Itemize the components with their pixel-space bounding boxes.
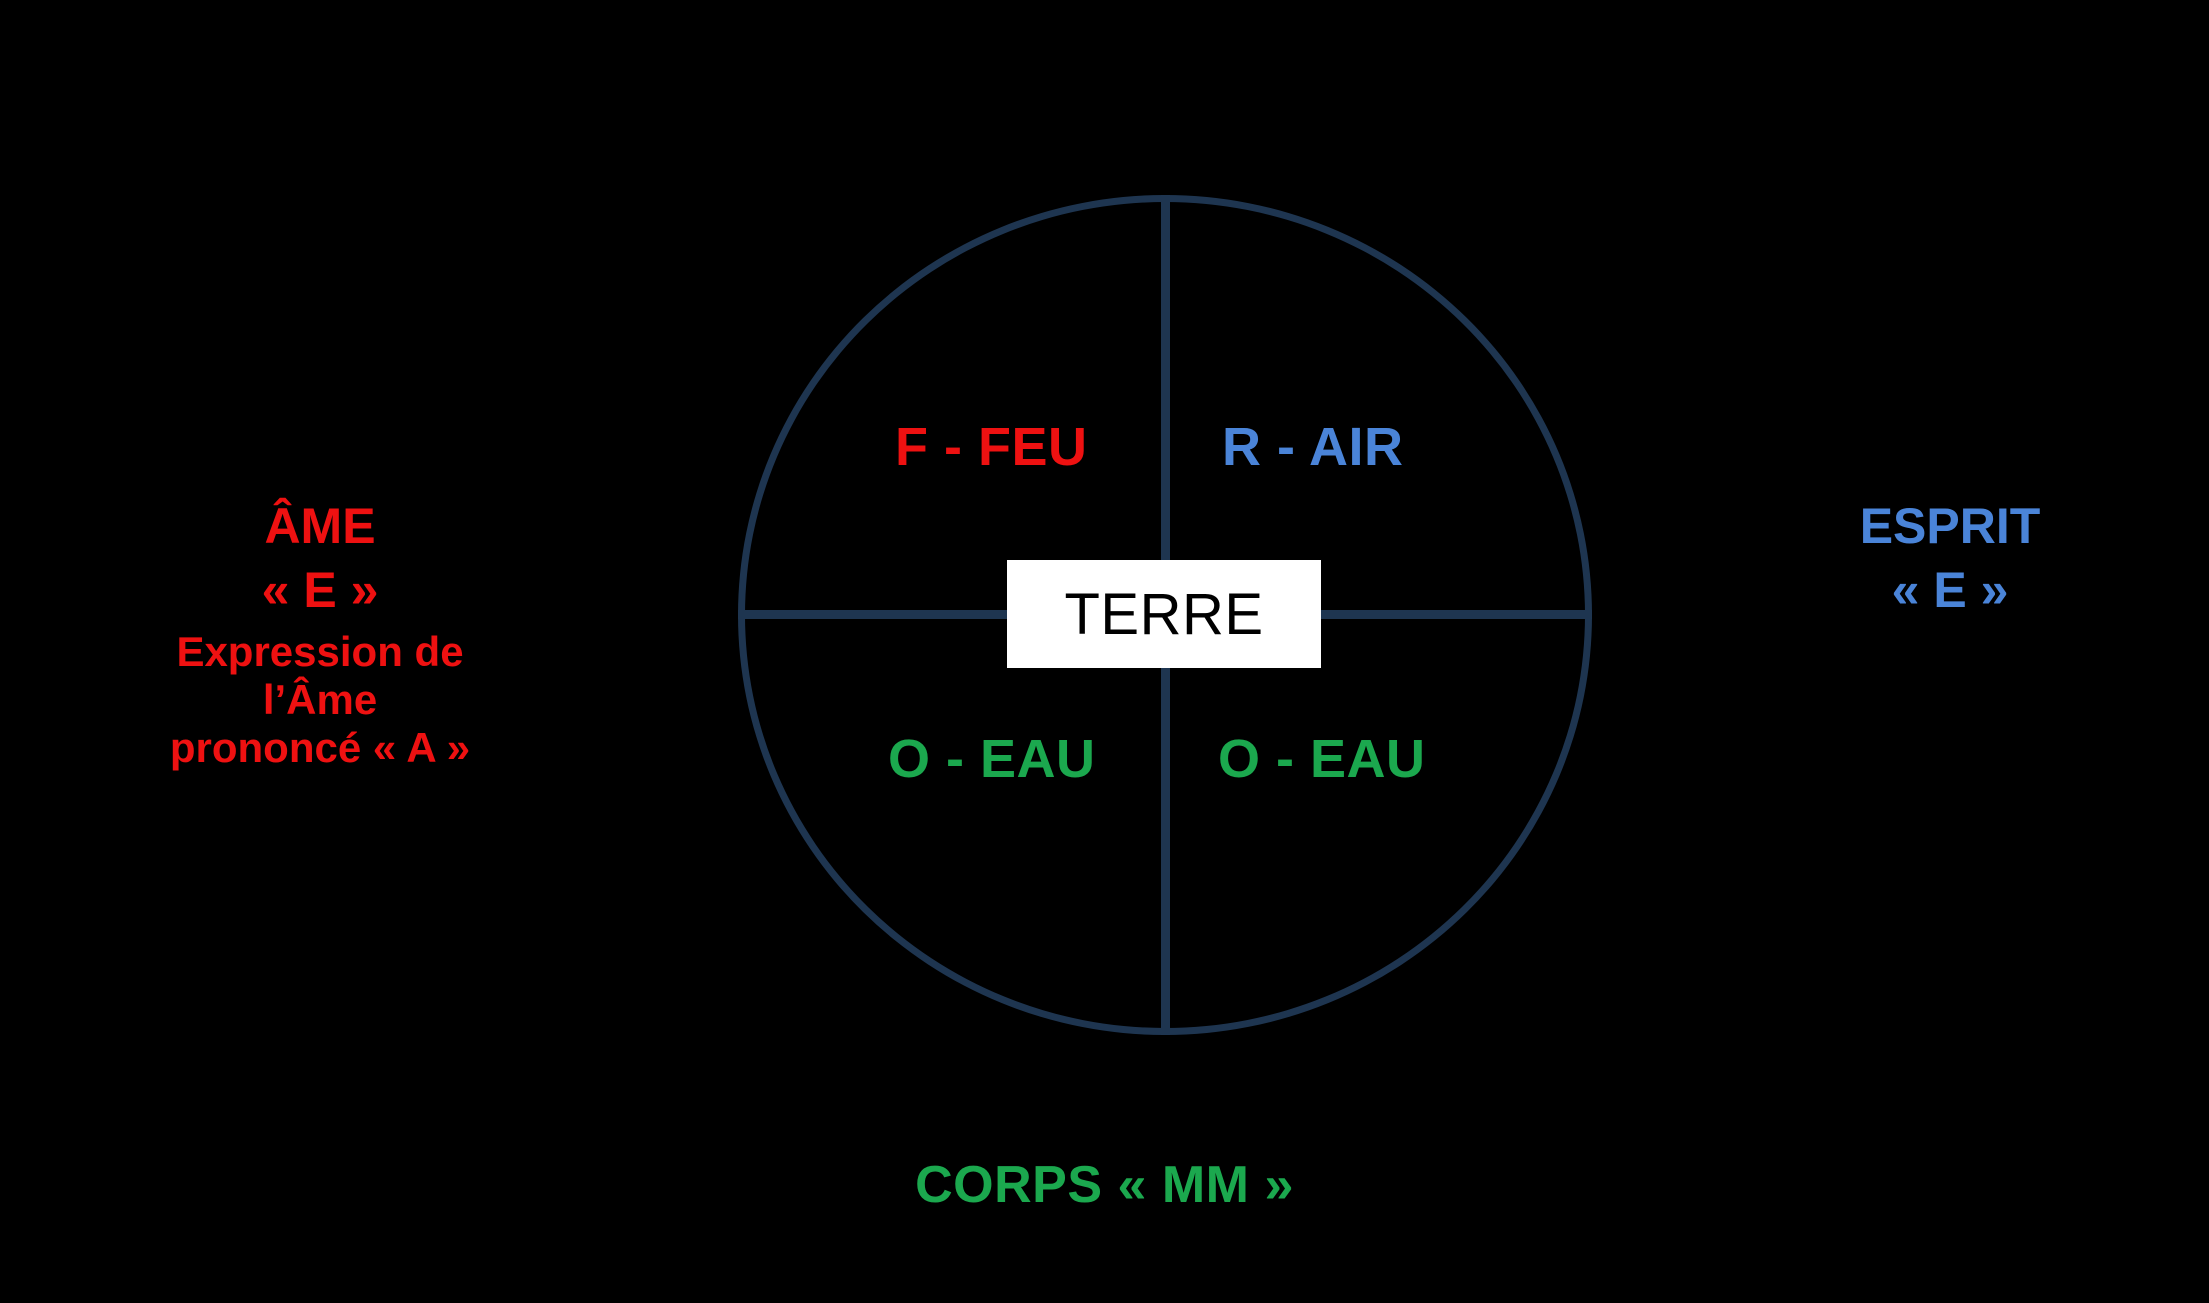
quadrant-label-air: R - AIR <box>1222 417 1404 477</box>
center-earth-label: TERRE <box>1064 581 1264 647</box>
spirit-title: ESPRIT <box>1859 498 2041 554</box>
quadrant-label-fire: F - FEU <box>895 417 1088 477</box>
soul-note-line-3: prononcé « A » <box>169 723 471 771</box>
soul-note-line-1: Expression de <box>176 628 464 675</box>
soul-note-line-2: l’Âme <box>262 675 378 723</box>
bottom-body-label: CORPS « MM » <box>915 1156 1294 1214</box>
left-soul-block: ÂME « E » Expression de l’Âme prononcé «… <box>90 498 550 772</box>
soul-title: ÂME <box>264 498 376 554</box>
quadrant-label-water-right: O - EAU <box>1218 729 1426 789</box>
right-spirit-block: ESPRIT « E » <box>1740 498 2160 618</box>
soul-letter: « E » <box>261 562 379 618</box>
spirit-letter: « E » <box>1891 562 2009 618</box>
quadrant-label-water-left: O - EAU <box>888 729 1096 789</box>
center-earth-box: TERRE <box>1007 560 1321 668</box>
